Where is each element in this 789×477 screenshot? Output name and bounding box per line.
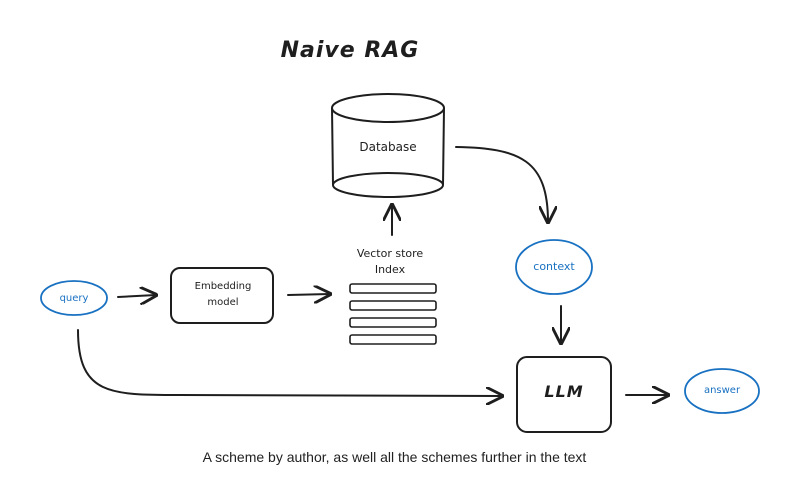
figure-caption: A scheme by author, as well all the sche… [202,449,587,465]
embedding-model-label-line-1: Embedding [194,281,252,292]
vector-store-label: Vector store Index [320,246,460,278]
query-ellipse [40,280,108,316]
llm-box [516,356,612,433]
answer-label: answer [703,385,741,396]
arrow-query-to-llm [77,329,502,396]
arrow-query-to-embedding [117,295,156,297]
database-cylinder [331,93,445,198]
context-ellipse [515,239,593,295]
arrow-database-to-context [455,146,548,222]
vector-store-label-line-2: Index [374,263,406,276]
arrow-embedding-to-index [287,294,330,295]
embedding-model-box [170,267,274,324]
context-label: context [533,260,575,273]
vector-store-index [349,283,437,345]
embedding-model-label: Embedding model [172,279,274,311]
embedding-model-label-line-2: model [207,297,239,308]
diagram-title: Naive RAG [280,38,420,63]
answer-ellipse [684,368,760,414]
llm-label: LLM [544,382,584,401]
database-label: Database [359,140,417,154]
query-label: query [59,293,89,304]
vector-store-label-line-1: Vector store [356,247,424,260]
